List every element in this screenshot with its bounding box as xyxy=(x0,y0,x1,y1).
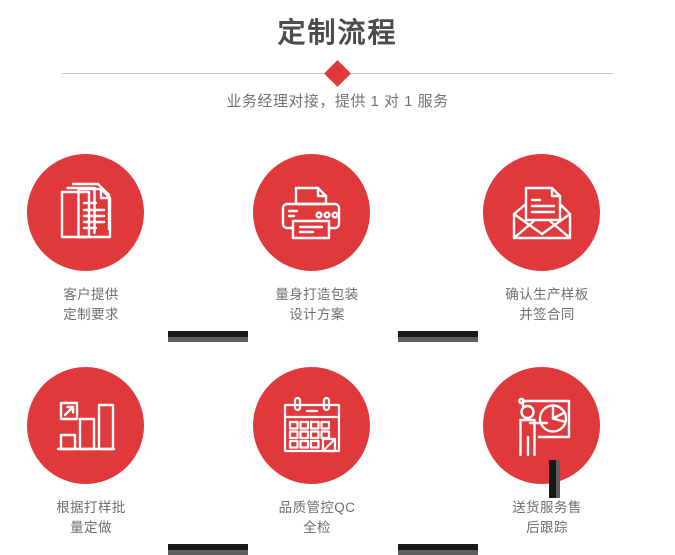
connector-bar xyxy=(168,331,248,337)
step-1-caption-line-1: 客户提供 xyxy=(63,287,119,302)
step-2-icon-circle xyxy=(253,154,370,271)
diamond-icon xyxy=(323,60,351,87)
step-2-caption-line-2: 设计方案 xyxy=(289,307,345,322)
process-step-6: 送货服务售 后跟踪 xyxy=(470,367,640,538)
process-steps: 客户提供 定制要求 xyxy=(0,125,675,555)
printer-icon xyxy=(279,180,345,246)
documents-stack-icon xyxy=(53,180,119,246)
step-6-icon-circle xyxy=(483,367,600,484)
step-4-caption-line-2: 量定做 xyxy=(70,520,112,535)
connector-step-4-to-5 xyxy=(168,544,248,555)
step-6-caption-line-1: 送货服务售 xyxy=(512,500,582,515)
envelope-letter-icon xyxy=(509,180,575,246)
title-divider xyxy=(62,60,613,87)
page-title: 定制流程 xyxy=(277,17,398,48)
presentation-pie-chart-icon xyxy=(509,393,575,459)
step-4-caption-line-1: 根据打样批 xyxy=(56,500,126,515)
connector-step-5-to-6 xyxy=(398,544,478,555)
bar-chart-growth-icon xyxy=(53,393,119,459)
connector-step-3-to-6 xyxy=(549,460,560,498)
step-2-caption-line-1: 量身打造包装 xyxy=(275,287,359,302)
connector-shadow xyxy=(398,337,478,342)
connector-step-2-to-3 xyxy=(398,331,478,342)
connector-shadow xyxy=(556,460,560,498)
step-3-caption: 确认生产样板 并签合同 xyxy=(483,285,611,325)
process-step-5: 品质管控QC 全检 xyxy=(240,367,410,538)
connector-bar xyxy=(549,460,556,498)
process-step-1: 客户提供 定制要求 xyxy=(14,154,184,325)
step-6-caption-line-2: 后跟踪 xyxy=(526,520,568,535)
connector-step-1-to-2 xyxy=(168,331,248,342)
step-4-caption: 根据打样批 量定做 xyxy=(27,498,155,538)
connector-bar xyxy=(398,331,478,337)
step-3-caption-line-1: 确认生产样板 xyxy=(505,287,589,302)
connector-shadow xyxy=(168,337,248,342)
connector-bar xyxy=(398,544,478,550)
step-1-caption: 客户提供 定制要求 xyxy=(27,285,155,325)
calendar-check-icon xyxy=(279,393,345,459)
step-3-caption-line-2: 并签合同 xyxy=(519,307,575,322)
step-5-caption: 品质管控QC 全检 xyxy=(253,498,381,538)
step-2-caption: 量身打造包装 设计方案 xyxy=(253,285,381,325)
step-5-caption-line-1: 品质管控QC xyxy=(278,500,356,515)
header: 定制流程 业务经理对接，提供 1 对 1 服务 xyxy=(0,0,675,125)
step-3-icon-circle xyxy=(483,154,600,271)
process-step-3: 确认生产样板 并签合同 xyxy=(470,154,640,325)
step-5-caption-line-2: 全检 xyxy=(303,520,331,535)
header-subtitle: 业务经理对接，提供 1 对 1 服务 xyxy=(226,93,449,110)
process-step-4: 根据打样批 量定做 xyxy=(14,367,184,538)
connector-shadow xyxy=(398,550,478,555)
step-6-caption: 送货服务售 后跟踪 xyxy=(483,498,611,538)
step-1-caption-line-2: 定制要求 xyxy=(63,307,119,322)
connector-shadow xyxy=(168,550,248,555)
step-4-icon-circle xyxy=(27,367,144,484)
step-1-icon-circle xyxy=(27,154,144,271)
step-5-icon-circle xyxy=(253,367,370,484)
process-step-2: 量身打造包装 设计方案 xyxy=(240,154,410,325)
connector-bar xyxy=(168,544,248,550)
